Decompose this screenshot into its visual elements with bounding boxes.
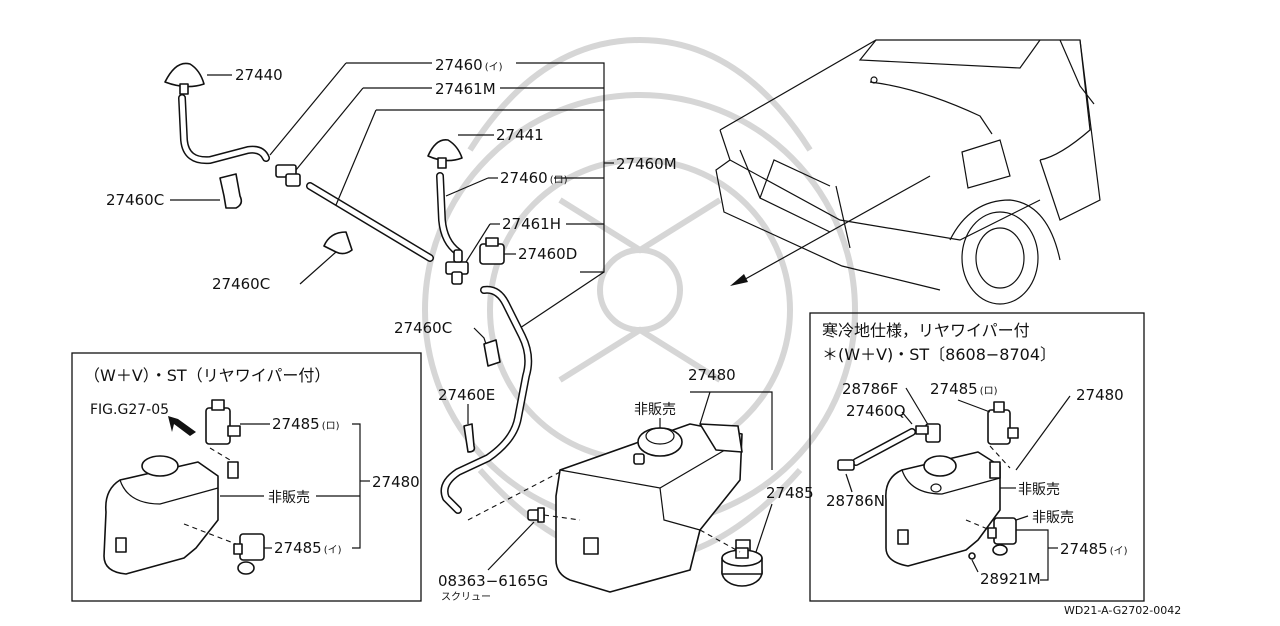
- left-label-hihanbai: 非販売: [268, 490, 310, 506]
- right-washer-tank: [885, 451, 1001, 567]
- right-inset-box: 寒冷地仕様，リヤワイパー付 ＊(W＋V)・ST〔8608−8704〕 28786…: [809, 312, 1145, 602]
- right-label-27480: 27480: [1076, 386, 1124, 404]
- right-connector-28786N: [837, 459, 855, 471]
- label-screw-name: スクリュー: [441, 591, 491, 603]
- label-27460C-1: 27460C: [106, 191, 164, 209]
- right-box-title-2: ＊(W＋V)・ST〔8608−8704〕: [822, 345, 1056, 364]
- t-joint-27461H: [445, 249, 469, 285]
- clip-27460C-1: [219, 173, 243, 209]
- right-elbow-28786F: [915, 423, 941, 443]
- left-box-fig-ref: FIG.G27-05: [90, 402, 169, 418]
- label-27441: 27441: [496, 126, 544, 144]
- label-27485-main: 27485: [766, 484, 814, 502]
- left-label-27485-i: 27485(イ): [274, 539, 342, 557]
- left-label-27485-ro: 27485(ロ): [272, 415, 340, 433]
- label-27461M: 27461M: [435, 80, 496, 98]
- right-label-28921M: 28921M: [980, 570, 1041, 588]
- clip-27460C-3: [483, 339, 501, 367]
- left-label-27480: 27480: [372, 473, 420, 491]
- right-label-hihanbai-2: 非販売: [1032, 510, 1074, 526]
- right-label-27485-ro: 27485(ロ): [930, 380, 998, 398]
- label-27460D: 27460D: [518, 245, 577, 263]
- right-label-28786F: 28786F: [842, 380, 898, 398]
- left-pump-27485-i: [233, 533, 265, 575]
- right-pump-27485-i: [987, 517, 1017, 556]
- right-label-27460Q: 27460Q: [846, 402, 906, 420]
- right-label-28786N: 28786N: [826, 492, 885, 510]
- label-27461H: 27461H: [502, 215, 561, 233]
- label-27460-ro: 27460(ロ): [500, 169, 568, 187]
- left-pump-27485-ro: [205, 399, 241, 445]
- label-27460M: 27460M: [616, 155, 677, 173]
- label-27440: 27440: [235, 66, 283, 84]
- diagram-code: WD21-A-G2702-0042: [1064, 604, 1181, 617]
- label-27480-main: 27480: [688, 366, 736, 384]
- screw-08363-6165G: [527, 507, 545, 523]
- label-27460E: 27460E: [438, 386, 495, 404]
- label-screw-code: 08363−6165G: [438, 572, 548, 590]
- vehicle-front-view: [715, 39, 1101, 305]
- clip-27460C-2: [323, 231, 353, 255]
- label-27460C-2: 27460C: [212, 275, 270, 293]
- clip-27460E: [463, 423, 476, 453]
- right-box-title-1: 寒冷地仕様，リヤワイパー付: [822, 321, 1030, 340]
- right-label-27485-i: 27485(イ): [1060, 540, 1128, 558]
- label-27460-i: 27460(イ): [435, 56, 503, 74]
- fig-ref-arrow-icon: [168, 416, 196, 436]
- clip-27460D: [479, 237, 505, 265]
- left-inset-box: （W＋V）・ST（リヤワイパー付） FIG.G27-05 27485(ロ) 27…: [71, 352, 422, 602]
- washer-nozzle-27441: [427, 139, 463, 169]
- label-27460C-3: 27460C: [394, 319, 452, 337]
- left-box-title: （W＋V）・ST（リヤワイパー付）: [84, 366, 330, 385]
- washer-tank-main: [555, 423, 751, 593]
- washer-nozzle-27440: [164, 62, 205, 95]
- right-pump-27485-ro: [987, 401, 1019, 445]
- washer-pump-27485-main: [721, 547, 763, 587]
- left-washer-tank: [103, 455, 239, 575]
- right-label-hihanbai-1: 非販売: [1018, 482, 1060, 498]
- label-hihanbai-main: 非販売: [634, 402, 676, 418]
